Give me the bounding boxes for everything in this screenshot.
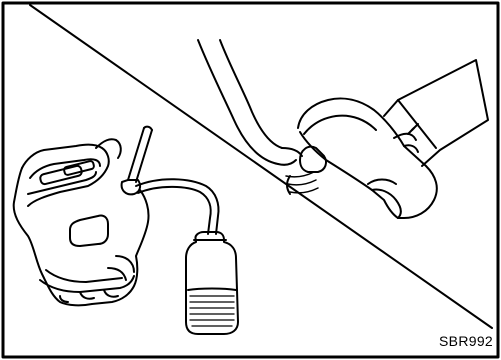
figure-code: SBR992 [439, 333, 493, 349]
bleeder-jar [185, 231, 239, 335]
motion-lines [285, 171, 319, 194]
brake-caliper [12, 138, 150, 307]
fluid-level [187, 287, 237, 291]
brake-pedal-pad [299, 145, 327, 173]
shoe-foot [297, 59, 489, 219]
bleeder-hose [135, 178, 220, 235]
brake-pedal-arm [197, 39, 303, 195]
wrench-tool [120, 125, 153, 196]
panel-divider-line [29, 4, 493, 329]
